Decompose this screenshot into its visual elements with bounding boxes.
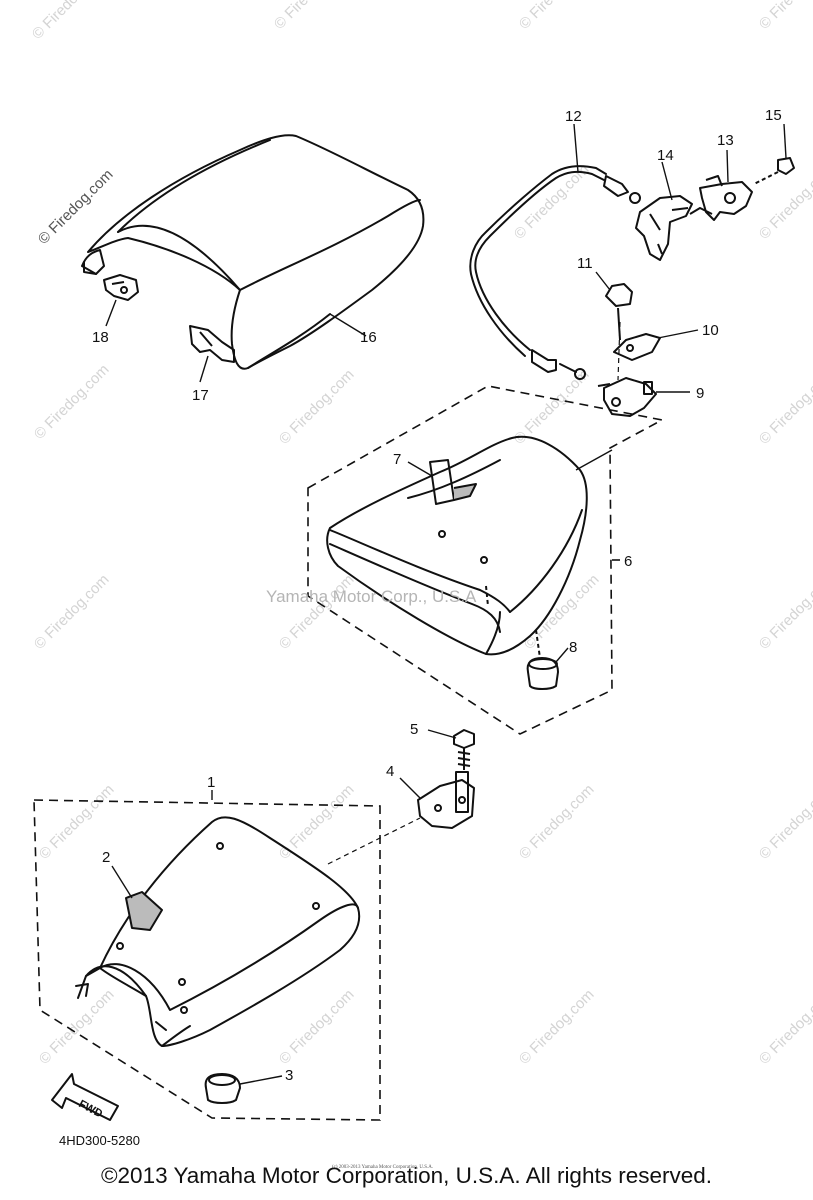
watermark: © Firedog.com bbox=[31, 571, 113, 653]
watermark: © Firedog.com bbox=[271, 0, 353, 33]
watermark: © Firedog.com bbox=[756, 986, 813, 1068]
part-14-latch bbox=[635, 195, 693, 261]
part-6-group-box bbox=[307, 385, 665, 735]
watermark: © Firedog.com bbox=[276, 986, 358, 1068]
callout-2: 2 bbox=[102, 849, 110, 866]
watermark: © Firedog.com bbox=[756, 366, 813, 448]
watermark: © Firedog.com bbox=[516, 0, 598, 33]
seat-cowl bbox=[81, 134, 425, 370]
callout-18: 18 bbox=[92, 329, 109, 346]
copyright-notice: ©2013 Yamaha Motor Corporation, U.S.A. A… bbox=[100, 1163, 713, 1188]
callout-6: 6 bbox=[624, 553, 632, 570]
callout-16: 16 bbox=[360, 329, 377, 346]
connector-lines bbox=[327, 321, 621, 865]
callout-11: 11 bbox=[577, 255, 593, 272]
watermark: © Firedog.com bbox=[36, 986, 118, 1068]
watermark: © Firedog.com bbox=[31, 361, 113, 443]
part-15-screw bbox=[753, 157, 795, 185]
part-5-bolt bbox=[453, 729, 475, 770]
seat-lock-cable bbox=[469, 165, 641, 380]
callout-4: 4 bbox=[386, 763, 394, 780]
callout-1: 1 bbox=[207, 774, 215, 791]
callout-13: 13 bbox=[717, 132, 734, 149]
callout-8: 8 bbox=[569, 639, 577, 656]
passenger-seat bbox=[326, 435, 588, 656]
callout-15: 15 bbox=[765, 107, 782, 124]
callout-3: 3 bbox=[285, 1067, 293, 1084]
watermark: © Firedog.com bbox=[521, 571, 603, 653]
watermark: © Firedog.com bbox=[756, 0, 813, 33]
part-8-damper bbox=[485, 585, 559, 690]
source-watermark: Yamaha Motor Corp., U.S.A bbox=[266, 587, 477, 606]
diagram-code: 4HD300-5280 bbox=[59, 1133, 140, 1148]
part-1-group-box bbox=[33, 799, 381, 1121]
callout-14: 14 bbox=[657, 147, 674, 164]
watermark: © Firedog.com bbox=[516, 781, 598, 863]
fine-print: (c) 2003-2013 Yamaha Motor Corporation, … bbox=[332, 1165, 433, 1170]
fwd-arrow: FWD bbox=[51, 1073, 119, 1121]
part-7-strap bbox=[429, 459, 477, 505]
watermark: © Firedog.com bbox=[756, 781, 813, 863]
callout-9: 9 bbox=[696, 385, 704, 402]
part-9-stay bbox=[597, 377, 657, 417]
watermark: © Firedog.com bbox=[516, 986, 598, 1068]
part-17-bracket bbox=[189, 325, 235, 363]
callout-7: 7 bbox=[393, 451, 401, 468]
callout-numbers: 12 14 13 15 11 10 9 16 18 17 7 6 8 5 4 1… bbox=[92, 107, 782, 1084]
callout-12: 12 bbox=[565, 108, 582, 125]
part-10-plate bbox=[613, 333, 661, 361]
callout-10: 10 bbox=[702, 322, 719, 339]
part-11-nut bbox=[605, 283, 633, 341]
part-3-damper bbox=[204, 1073, 241, 1104]
watermark: © Firedog.com bbox=[276, 571, 358, 653]
rider-seat bbox=[75, 816, 361, 1047]
part-18-bracket bbox=[103, 274, 139, 301]
part-2-strap bbox=[125, 891, 163, 931]
watermark: © Firedog.com bbox=[756, 571, 813, 653]
part-4-hinge bbox=[417, 771, 475, 829]
watermark: © Firedog.com bbox=[29, 0, 111, 43]
leader-lines bbox=[105, 123, 787, 1085]
part-13-lock bbox=[689, 175, 753, 221]
callout-17: 17 bbox=[192, 387, 209, 404]
watermark: © Firedog.com bbox=[276, 366, 358, 448]
callout-5: 5 bbox=[410, 721, 418, 738]
